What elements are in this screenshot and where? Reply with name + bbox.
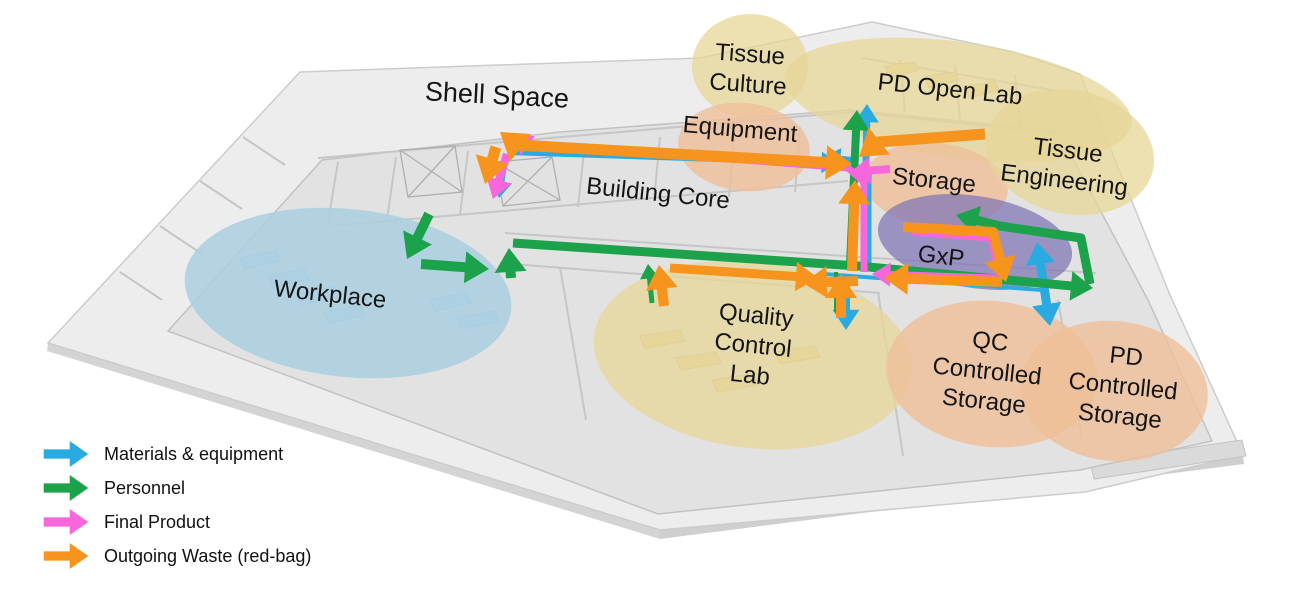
personnel-arrow-icon	[43, 475, 89, 501]
flow-personnel-workplace-out	[420, 251, 489, 284]
legend-item-personnel: Personnel	[42, 471, 311, 505]
waste-arrow-icon	[43, 543, 89, 569]
flow-waste-elevator-down	[475, 145, 509, 184]
flow-product-storage-in	[850, 157, 891, 184]
flow-waste-qc-left-out	[646, 265, 678, 307]
legend-item-product: Final Product	[42, 505, 311, 539]
legend-label-materials: Materials & equipment	[104, 443, 284, 464]
flow-personnel-workplace-in	[403, 211, 434, 259]
flow-waste-qc-corridor	[669, 261, 818, 292]
flow-waste-qc-left-out-head	[646, 265, 678, 291]
zone-label-line: GxP	[916, 240, 966, 273]
flow-waste-corridor-right-in	[884, 262, 1003, 295]
flow-product-storage-in-head	[850, 157, 872, 184]
flow-waste-corridor-top-head	[500, 132, 532, 162]
zone-ellipse-equipment	[678, 102, 810, 192]
zone-ellipse-tissue-engineering	[985, 88, 1155, 216]
zone-label-gxp: GxP	[916, 239, 966, 274]
product-arrow-icon	[43, 509, 89, 535]
zone-label-line: Culture	[708, 68, 788, 101]
materials-arrow-icon	[43, 441, 89, 467]
zone-ellipse-pd-controlled-storage	[1020, 320, 1208, 462]
flow-personnel-workplace-out-line	[420, 259, 472, 273]
flow-waste-corridor-right-in-line	[901, 273, 1003, 287]
flow-personnel-corridor-up-head	[494, 248, 527, 274]
flow-waste-gxp-out-head	[984, 254, 1016, 282]
flow-personnel-gxp-loop-line	[970, 214, 1095, 285]
flow-waste-pd-lab-out	[859, 127, 986, 157]
flow-personnel-workplace-in-head	[403, 230, 432, 259]
flow-waste-elevator-down-head	[475, 154, 509, 184]
flow-waste-shaft-up-line	[847, 197, 860, 272]
flow-arrows	[403, 104, 1095, 330]
flow-waste-corridor-right-in-head	[884, 262, 909, 295]
zone-ellipse-quality-control-lab	[593, 260, 913, 450]
zone-ellipse-gxp	[877, 194, 1073, 290]
legend-label-waste: Outgoing Waste (red-bag)	[104, 545, 312, 566]
slab-edge-left	[47, 343, 660, 539]
flow-waste-gxp-out	[902, 222, 1016, 282]
flow-personnel-shaft-up-head	[842, 110, 870, 131]
legend-label-personnel: Personnel	[104, 477, 186, 498]
loading-dock	[1089, 439, 1247, 480]
zone-ellipse-workplace	[184, 207, 512, 379]
flow-personnel-corridor-up	[494, 248, 527, 279]
shaft-x-marks	[399, 145, 561, 207]
flow-waste-corridor-top	[500, 132, 852, 180]
legend-item-waste: Outgoing Waste (red-bag)	[42, 539, 311, 573]
flow-product-corridor-left-head	[872, 262, 891, 287]
flow-product-elevator-down-head	[486, 175, 512, 199]
flow-waste-qc-corridor-line	[669, 263, 802, 282]
flow-waste-corridor-top-head	[825, 145, 852, 180]
legend-item-materials: Materials & equipment	[42, 437, 311, 471]
flow-waste-shaft-up-head	[838, 180, 871, 205]
flow-waste-qc-right-out	[825, 274, 857, 318]
flow-personnel-workplace-out-head	[463, 251, 489, 284]
flow-waste-shaft-up	[838, 180, 871, 272]
zone-overlays	[184, 14, 1208, 462]
flow-waste-pd-lab-out-head	[859, 127, 891, 157]
flow-materials-storage-link-head	[1025, 242, 1055, 267]
flow-waste-corridor-left-out-head	[803, 266, 828, 299]
flow-materials-storage-link-head	[1032, 301, 1062, 326]
flow-waste-qc-right-out-head	[825, 274, 857, 298]
flow-waste-gxp-out-line	[902, 222, 1007, 266]
flow-waste-qc-corridor-head	[794, 261, 818, 292]
zone-ellipse-tissue-culture	[692, 14, 808, 118]
legend-label-product: Final Product	[104, 511, 211, 532]
flow-personnel-corridor-main-head	[1069, 271, 1093, 301]
